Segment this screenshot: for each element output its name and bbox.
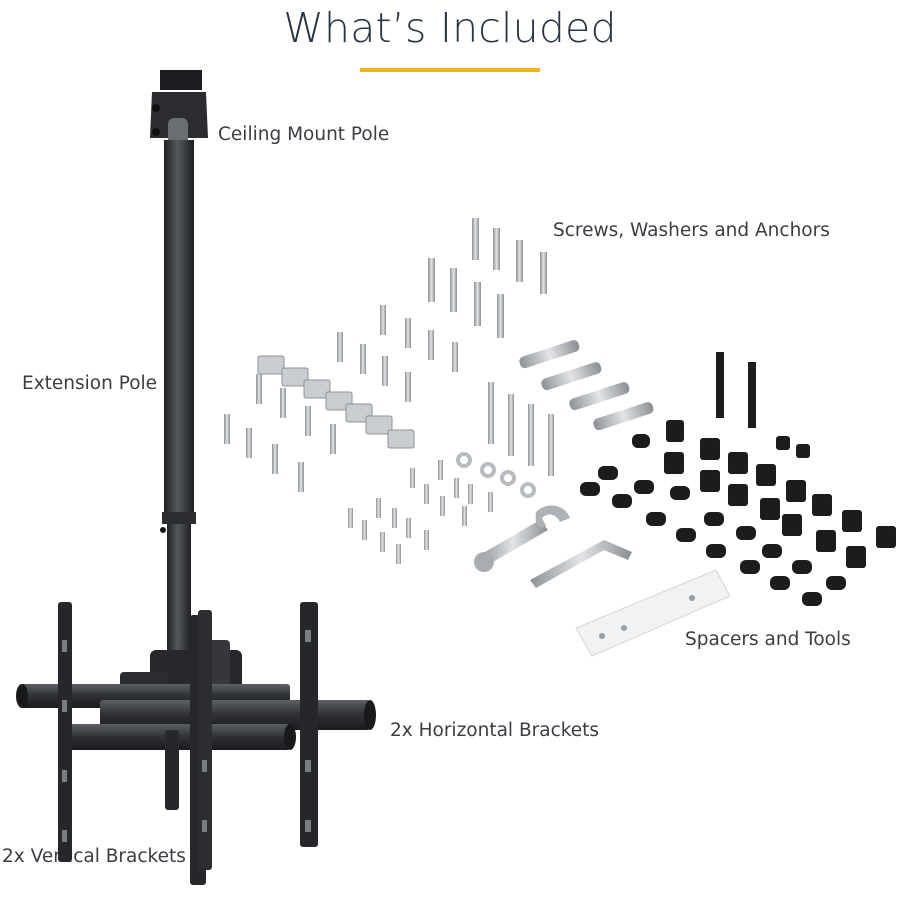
ceiling-mount-pole (150, 70, 208, 520)
label-screws-washers-anchors: Screws, Washers and Anchors (553, 220, 830, 241)
extension-pole (160, 512, 196, 660)
screws-washers-anchors (224, 218, 654, 564)
spacers-and-tools (474, 352, 896, 657)
wrench-icon (474, 505, 570, 572)
mounting-template (575, 569, 731, 657)
vertical-brackets (58, 602, 318, 885)
allen-key-icon (530, 540, 632, 588)
label-spacers-and-tools: Spacers and Tools (685, 629, 851, 650)
label-ceiling-mount-pole: Ceiling Mount Pole (218, 124, 390, 145)
label-extension-pole: Extension Pole (22, 373, 158, 394)
label-horizontal-brackets: 2x Horizontal Brackets (390, 720, 600, 741)
page-title: What’s Included (283, 4, 617, 52)
label-vertical-brackets: 2x Vertical Brackets (2, 846, 186, 867)
title-underline (360, 68, 540, 72)
